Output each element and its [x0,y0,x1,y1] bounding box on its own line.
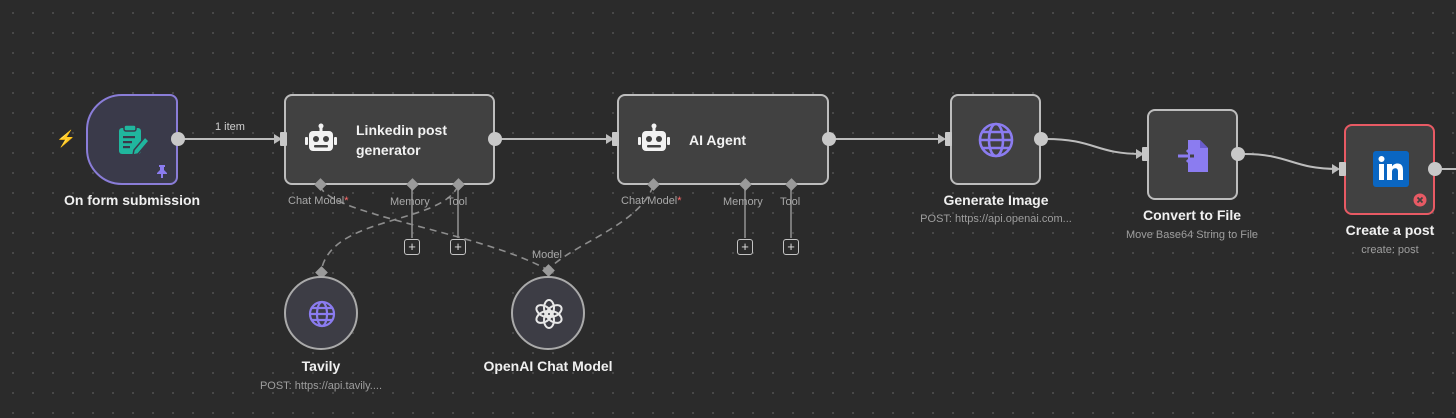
image-input-port[interactable] [945,132,952,146]
node-convert-to-file[interactable] [1147,109,1238,200]
node-title: OpenAI Chat Model [483,358,613,374]
openai-icon [535,299,563,329]
node-linkedin-post-generator[interactable]: Linkedin post generator [284,94,495,185]
node-subtitle: POST: https://api.tavily.... [259,380,383,392]
trigger-bolt-icon: ⚡ [56,131,76,148]
robot-icon [305,123,337,151]
node-title: AI Agent [689,132,747,148]
add-tool-button[interactable]: + [450,239,466,255]
node-subtitle: Move Base64 String to File [1125,229,1259,241]
image-output-port[interactable] [1034,132,1048,146]
node-openai-chat-model[interactable] [511,276,585,350]
node-title-line2: generator [356,142,421,158]
port-label-chat-model: Chat Model* [621,195,682,207]
add-tool-button[interactable]: + [783,239,799,255]
linkedin-output-port[interactable] [488,132,502,146]
post-input-port[interactable] [1339,162,1346,176]
form-icon [119,124,151,156]
trigger-output-port[interactable] [171,132,185,146]
node-title: Tavily [301,358,341,374]
node-title: Convert to File [1142,207,1241,223]
node-title: Create a post [1345,222,1435,238]
globe-icon [978,122,1014,158]
edge-image-to-convert [1045,138,1143,155]
node-generate-image[interactable] [950,94,1041,185]
add-memory-button[interactable]: + [404,239,420,255]
agent-input-port[interactable] [612,132,619,146]
node-subtitle: POST: https://api.openai.com... [920,213,1072,225]
agent-output-port[interactable] [822,132,836,146]
globe-icon [308,300,336,328]
post-output-port[interactable] [1428,162,1442,176]
node-create-a-post[interactable] [1344,124,1435,215]
node-title: Generate Image [943,192,1049,208]
port-label-model: Model [532,249,562,261]
node-ai-agent[interactable]: AI Agent [617,94,829,185]
node-tavily[interactable] [284,276,358,350]
node-subtitle: create: post [1361,244,1419,256]
edge-model-to-linkedin [319,185,549,271]
linkedin-input-port[interactable] [280,132,287,146]
port-label-tool: Tool [780,196,801,208]
edge-items-label: 1 item [215,121,245,133]
pin-icon [157,165,167,178]
port-label-chat-model: Chat Model* [288,195,349,207]
node-title: On form submission [63,192,201,208]
convert-input-port[interactable] [1142,147,1149,161]
edge-model-to-agent [547,185,654,271]
port-label-tool: Tool [447,196,468,208]
edge-tavily-to-tool [320,185,459,273]
add-memory-button[interactable]: + [737,239,753,255]
convert-output-port[interactable] [1231,147,1245,161]
node-on-form-submission[interactable] [86,94,178,185]
port-label-memory: Memory [723,196,763,208]
port-label-memory: Memory [390,196,430,208]
robot-icon [638,123,670,151]
linkedin-icon [1373,151,1409,187]
edge-convert-to-post [1243,153,1339,170]
error-icon [1413,193,1427,207]
file-convert-icon [1178,140,1208,172]
node-title-line1: Linkedin post [356,122,447,138]
